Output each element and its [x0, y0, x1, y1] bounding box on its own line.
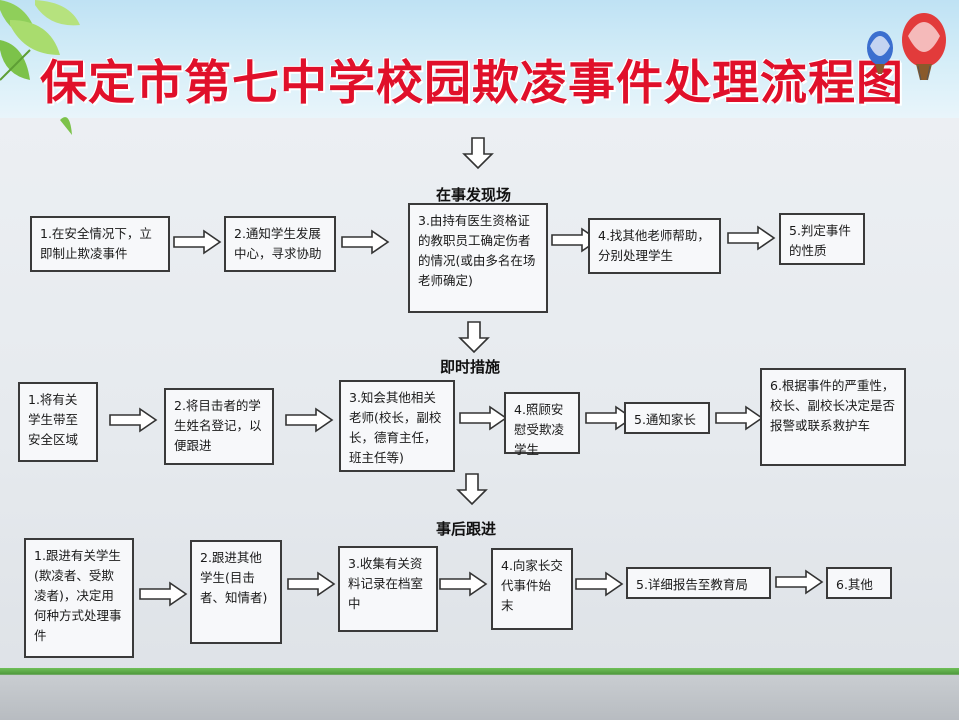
section-heading-at-scene: 在事发现场: [436, 186, 512, 204]
step-box: 1.将有关学生带至安全区域: [18, 382, 98, 462]
section-heading-follow-up: 事后跟进: [436, 520, 497, 538]
step-box: 6.其他: [826, 567, 892, 599]
arrow-down-3: [457, 473, 487, 505]
step-box: 2.通知学生发展中心，寻求协助: [224, 216, 336, 272]
header-banner: [0, 0, 959, 118]
section-heading-immediate-measures: 即时措施: [440, 358, 501, 376]
step-box: 2.将目击者的学生姓名登记，以便跟进: [164, 388, 274, 465]
step-box: 5.判定事件的性质: [779, 213, 865, 265]
step-box: 1.在安全情况下，立即制止欺凌事件: [30, 216, 170, 272]
step-box: 3.知会其他相关老师(校长，副校长，德育主任，班主任等): [339, 380, 455, 472]
page-title: 保定市第七中学校园欺凌事件处理流程图: [40, 56, 904, 111]
leaf-icon: [0, 0, 80, 135]
step-box: 5.详细报告至教育局: [626, 567, 771, 599]
step-box: 4.向家长交代事件始末: [491, 548, 573, 630]
step-box: 3.由持有医生资格证的教职员工确定伤者的情况(或由多名在场老师确定): [408, 203, 548, 313]
bottom-strip: [0, 668, 959, 720]
step-box: 5.通知家长: [624, 402, 710, 434]
arrow-down-2: [459, 321, 489, 353]
arrow-down-1: [463, 137, 493, 169]
step-box: 4.照顾安慰受欺凌学生: [504, 392, 580, 457]
step-box: 2.跟进其他学生(目击者、知情者): [190, 540, 282, 644]
step-box: 4.找其他老师帮助，分别处理学生: [588, 218, 721, 274]
step-box: 6.根据事件的严重性，校长、副校长决定是否报警或联系救护车: [760, 368, 906, 466]
step-box: 1.跟进有关学生(欺凌者、受欺凌者)，决定用何种方式处理事件: [24, 538, 134, 658]
step-box: 3.收集有关资料记录在档室中: [338, 546, 438, 632]
hot-air-balloon-icon: [867, 13, 946, 81]
